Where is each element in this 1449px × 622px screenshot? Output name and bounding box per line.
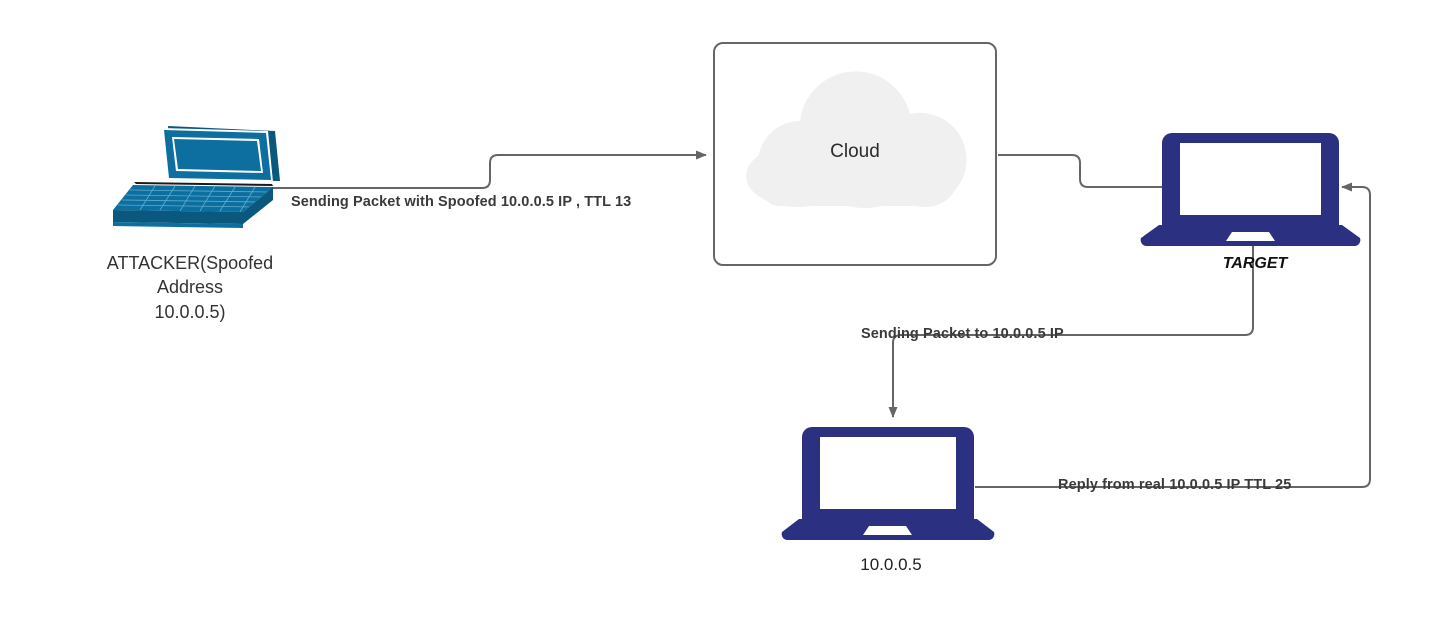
edge-label-spoofed-packet: Sending Packet with Spoofed 10.0.0.5 IP …	[291, 194, 632, 210]
edge-victim-to-target	[975, 182, 1371, 488]
attacker-label: ATTACKER(Spoofed Address 10.0.0.5)	[106, 253, 274, 322]
edge-target-to-victim	[888, 238, 1254, 418]
cloud-label: Cloud	[830, 141, 880, 162]
victim-label: 10.0.0.5	[860, 555, 922, 574]
edge-attacker-to-cloud	[262, 150, 707, 189]
cloud-icon	[746, 71, 967, 208]
edge-label-forward-packet: Sending Packet to 10.0.0.5 IP	[861, 326, 1064, 342]
edge-label-reply-packet: Reply from real 10.0.0.5 IP TTL 25	[1058, 477, 1292, 493]
target-label: TARGET	[1222, 255, 1288, 272]
edge-cloud-to-target	[998, 154, 1172, 188]
